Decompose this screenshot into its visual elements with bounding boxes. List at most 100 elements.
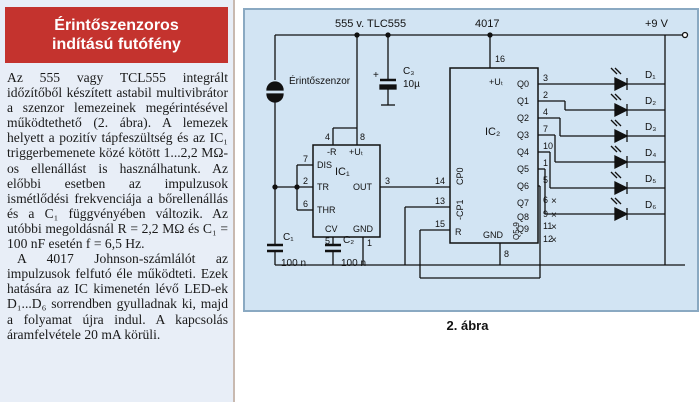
pin-q59: 12 xyxy=(543,234,553,244)
ic1-pin-tr: TR xyxy=(317,182,329,192)
ic1-n2: 2 xyxy=(303,176,308,186)
c3-value: 10µ xyxy=(403,79,420,90)
circuit-schematic: +9 V 555 v. TLC555 4017 Érintőszenzor C₁… xyxy=(266,18,689,279)
nc-mark-q9: × xyxy=(551,222,557,233)
ic2-n14: 14 xyxy=(435,176,445,186)
output-q5: Q5 xyxy=(517,164,529,174)
c2-name: C₂ xyxy=(343,235,354,246)
led-d6: D₆ xyxy=(610,197,665,222)
schematic-panel: +9 V 555 v. TLC555 4017 Érintőszenzor C₁… xyxy=(243,8,699,312)
output-q8: Q8 xyxy=(517,212,529,222)
pin-q6: 5 xyxy=(543,175,548,185)
ic2-pin-gnd: GND xyxy=(483,230,504,240)
pin-q9: 11 xyxy=(543,221,552,231)
pin-q8: 9 xyxy=(543,209,548,219)
led-d3-label: D₃ xyxy=(645,122,656,133)
article-title: Érintőszenzoros indítású futófény xyxy=(5,7,228,63)
output-q7: Q7 xyxy=(517,198,529,208)
pin-q4: 10 xyxy=(543,141,553,151)
article-paragraph-1: Az 555 vagy TCL555 integrált időzítőből … xyxy=(7,70,228,252)
led-d6-label: D₆ xyxy=(645,200,656,211)
ic1-pin-cv: CV xyxy=(325,224,338,234)
output-q1: Q1 xyxy=(517,96,529,106)
ic1-n7: 7 xyxy=(303,154,308,164)
article-column: Érintőszenzoros indítású futófény Az 555… xyxy=(0,0,235,402)
ic1-pin-vcc: +Uₜ xyxy=(349,147,364,157)
ic1-n5: 5 xyxy=(325,236,330,246)
touch-sensor-symbol xyxy=(266,81,284,103)
pin-q3: 7 xyxy=(543,124,548,134)
led-d4: D₄ xyxy=(610,145,665,170)
ic2-pin-cp0: CP0 xyxy=(455,167,465,185)
ic1-label: IC₁ xyxy=(335,166,350,178)
sensor-label: Érintőszenzor xyxy=(289,74,351,87)
led-d5: D₅ xyxy=(610,171,665,196)
ic2-type-label: 4017 xyxy=(475,18,499,30)
led-d1: D₁ xyxy=(610,67,665,92)
junction-dot xyxy=(385,32,391,38)
pin-q0: 3 xyxy=(543,73,548,83)
article-title-line1: Érintőszenzoros xyxy=(54,17,179,34)
ic2-n16: 16 xyxy=(495,54,505,64)
article-paragraph-2: A 4017 Johnson-számlálót az impulzusok f… xyxy=(7,251,228,342)
ic1-n4: 4 xyxy=(325,132,330,142)
junction-dot xyxy=(294,184,300,190)
ic1-type-label: 555 v. TLC555 xyxy=(335,18,406,30)
nc-mark-q7: × xyxy=(551,196,557,207)
nc-mark-q8: × xyxy=(551,210,557,221)
ic2-n8: 8 xyxy=(504,249,509,259)
c1-value: 100 n xyxy=(281,258,306,269)
ic1-n8: 8 xyxy=(360,132,365,142)
output-wires: 3 2 4 7 10 1 xyxy=(538,73,615,278)
ic1-box xyxy=(312,144,381,238)
output-q3: Q3 xyxy=(517,130,529,140)
figure-area: +9 V 555 v. TLC555 4017 Érintőszenzor C₁… xyxy=(235,0,700,402)
output-q2: Q2 xyxy=(517,113,529,123)
nc-mark-q59: × xyxy=(551,235,557,246)
article-body: Az 555 vagy TCL555 integrált időzítőből … xyxy=(7,70,228,342)
junction-dot xyxy=(272,184,278,190)
junction-dot xyxy=(487,32,493,38)
output-q0: Q0 xyxy=(517,79,529,89)
ic2-n15: 15 xyxy=(435,219,445,229)
ic2-pin-q59: Q5-9 xyxy=(512,222,521,240)
pin-q7: 6 xyxy=(543,195,548,205)
ic1-pin-reset: -R xyxy=(327,147,337,157)
figure-caption: 2. ábra xyxy=(446,318,489,333)
supply-terminal xyxy=(681,31,689,39)
article-title-line2: indítású futófény xyxy=(52,36,181,53)
ic2-pin-r: R xyxy=(455,227,462,237)
pin-q5: 1 xyxy=(543,158,548,168)
pin-q2: 4 xyxy=(543,107,548,117)
ic2-label: IC₂ xyxy=(485,126,500,138)
c3-plus: + xyxy=(373,70,379,81)
led-d2-label: D₂ xyxy=(645,96,656,107)
ic1-n3: 3 xyxy=(385,176,390,186)
c3-plate-bottom xyxy=(379,84,397,90)
ic1-pin-dis: DIS xyxy=(317,160,332,170)
ic1-n6: 6 xyxy=(303,199,308,209)
ic2-box xyxy=(449,67,539,244)
ic2-output-list: Q0 Q1 Q2 Q3 Q4 Q5 Q6 Q7 Q8 Q9 xyxy=(517,79,529,234)
led-d1-label: D₁ xyxy=(645,70,656,81)
led-array: D₁ D₂ D₃ xyxy=(610,67,665,222)
led-d4-label: D₄ xyxy=(645,148,656,159)
ic1-pin-gnd: GND xyxy=(353,224,374,234)
led-d2: D₂ xyxy=(610,93,665,118)
pin-q1: 2 xyxy=(543,90,548,100)
ic1-pin-out: OUT xyxy=(353,182,373,192)
led-d3: D₃ xyxy=(610,119,665,144)
c3-name: C₃ xyxy=(403,66,414,77)
ic1-n1: 1 xyxy=(367,238,372,248)
ic2-pin-vcc: +Uₜ xyxy=(489,77,504,87)
output-q4: Q4 xyxy=(517,147,529,157)
ic1-pin-thr: THR xyxy=(317,205,336,215)
ic2-n13: 13 xyxy=(435,196,445,206)
junction-dot xyxy=(354,32,360,38)
c1-name: C₁ xyxy=(283,232,294,243)
output-q6: Q6 xyxy=(517,181,529,191)
c2-value: 100 n xyxy=(341,258,366,269)
supply-label: +9 V xyxy=(645,18,669,30)
output-q9: Q9 xyxy=(517,224,529,234)
ic2-pin-cp1: -CP1 xyxy=(455,199,465,220)
